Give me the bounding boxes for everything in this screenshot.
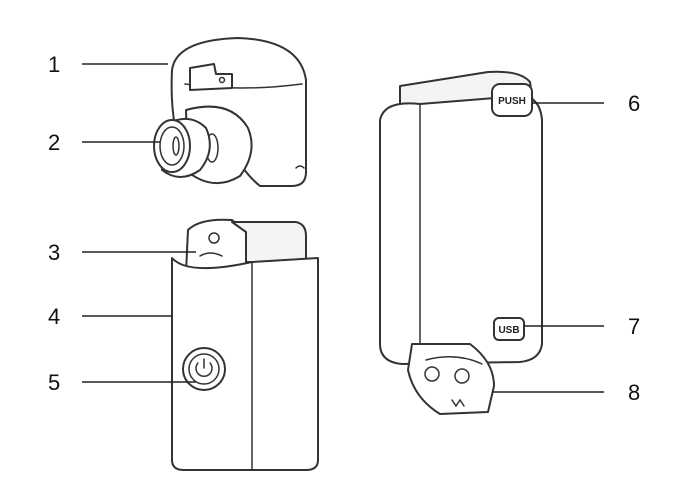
callout-8: 8	[628, 380, 640, 405]
callout-numbers: 1 2 3 4 5 6 7 8	[48, 52, 640, 405]
main-body-back: PUSH USB	[379, 70, 543, 415]
mask-cap-assembly	[153, 37, 307, 187]
callout-5: 5	[48, 370, 60, 395]
cap-clip	[189, 63, 233, 91]
callout-1: 1	[48, 52, 60, 77]
push-button[interactable]: PUSH	[491, 83, 533, 117]
callout-2: 2	[48, 130, 60, 155]
callout-6: 6	[628, 91, 640, 116]
main-body	[171, 257, 319, 471]
power-button[interactable]	[182, 347, 226, 391]
battery-cover[interactable]	[407, 343, 495, 415]
usb-port-label: USB	[498, 325, 519, 336]
callout-4: 4	[48, 304, 60, 329]
main-body-front	[171, 218, 319, 471]
push-button-label: PUSH	[498, 96, 526, 107]
usb-port[interactable]: USB	[493, 317, 525, 341]
leader-lines	[82, 63, 604, 393]
callout-3: 3	[48, 240, 60, 265]
power-icon	[195, 358, 213, 378]
callout-7: 7	[628, 314, 640, 339]
